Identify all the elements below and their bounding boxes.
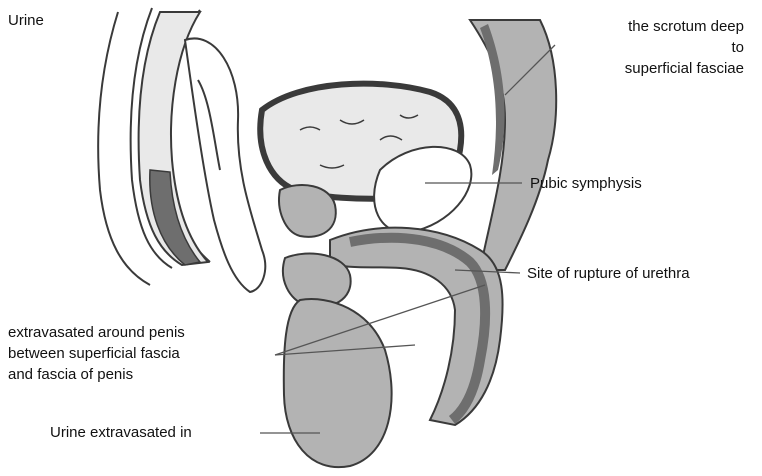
label-scrotum-line1: the scrotum deep: [628, 18, 744, 36]
label-penis-line3: and fascia of penis: [8, 366, 133, 384]
label-penis-line2: between superficial fascia: [8, 345, 180, 363]
label-pubic-symphysis: Pubic symphysis: [530, 175, 642, 193]
scrotum: [284, 299, 392, 467]
prostate: [279, 185, 336, 237]
label-scrotum-line3: superficial fasciae: [625, 60, 744, 78]
label-rupture-of-urethra: Site of rupture of urethra: [527, 265, 690, 283]
label-penis-line1: extravasated around penis: [8, 324, 185, 342]
label-extravasated-in: Urine extravasated in: [50, 424, 192, 442]
label-urine: Urine: [8, 12, 44, 30]
label-scrotum-line2: to: [731, 39, 744, 57]
